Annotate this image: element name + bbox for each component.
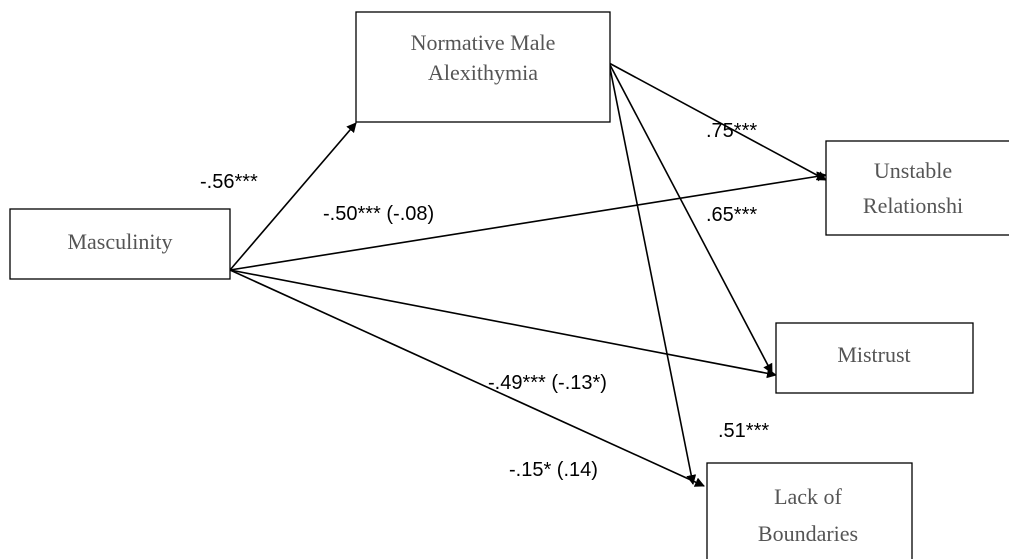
node-unstable-label-line-1: Unstable [874,158,952,183]
node-masculinity: Masculinity [9,208,231,280]
node-boundaries-label-line-2: Boundaries [758,521,858,546]
label-alexithymia-to-mistrust: .65*** [706,204,757,226]
node-normative-male-alexithymia: Normative Male Alexithymia [355,11,611,123]
label-masculinity-to-mistrust: -.49*** (-.13*) [488,372,607,394]
edge-alexithymia-to-unstable-relationship [608,62,827,181]
edge-masculinity-to-lack-of-boundaries [229,269,705,487]
node-mistrust: Mistrust [775,322,974,394]
edge-alexithymia-to-lack-of-boundaries [608,62,697,485]
node-alexithymia-label-line-2: Alexithymia [428,60,538,85]
label-alexithymia-to-lack-of-boundaries: .51*** [718,420,769,442]
node-alexithymia-label-line-1: Normative Male [411,30,556,55]
label-masculinity-to-lack-of-boundaries: -.15* (.14) [509,459,598,481]
edge-masculinity-to-unstable-relationship [229,171,827,271]
node-mistrust-label: Mistrust [837,342,910,367]
node-unstable-relationship: Unstable Relationshi [825,140,1009,236]
edge-masculinity-to-alexithymia [229,122,357,271]
label-masculinity-to-alexithymia: -.56*** [200,171,258,193]
edge-masculinity-to-mistrust [229,269,777,379]
label-masculinity-to-unstable-relationship: -.50*** (-.08) [323,203,434,225]
node-unstable-label-line-2: Relationshi [863,193,963,218]
node-lack-of-boundaries: Lack of Boundaries [706,462,913,559]
label-alexithymia-to-unstable-relationship: .75*** [706,120,757,142]
node-masculinity-label: Masculinity [67,229,172,254]
edge-alexithymia-to-mistrust [608,62,773,374]
node-boundaries-label-line-1: Lack of [774,484,842,509]
